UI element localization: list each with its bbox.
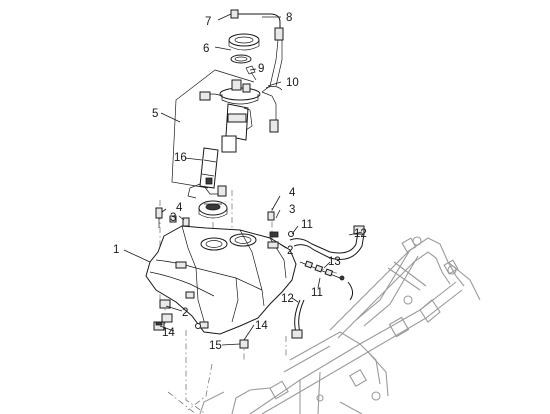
callout-4-left: 4 <box>176 202 183 214</box>
callout-10: 10 <box>286 77 299 89</box>
callout-9: 9 <box>258 63 264 75</box>
callout-6: 6 <box>203 43 209 55</box>
callout-5: 5 <box>152 108 158 120</box>
screws-left <box>155 207 190 228</box>
callout-4-right: 4 <box>289 187 296 199</box>
callout-13: 13 <box>328 256 341 268</box>
callout-3-right: 3 <box>289 204 295 216</box>
callout-3-left: 3 <box>170 212 176 224</box>
callout-12-right: 12 <box>354 228 367 240</box>
callout-11-bottom: 11 <box>311 287 323 299</box>
leader-lines <box>123 13 363 346</box>
callout-12-bottom: 12 <box>281 293 294 305</box>
callout-2-left: 2 <box>182 307 188 319</box>
callout-7: 7 <box>205 16 211 28</box>
callout-labels: 7 8 6 9 10 5 16 4 3 4 3 11 12 2 1 13 11 … <box>113 12 367 352</box>
fuel-line-assembly <box>230 9 284 133</box>
callout-14-right: 14 <box>255 320 268 332</box>
breather-hose <box>289 225 365 260</box>
drain-valve <box>291 260 354 339</box>
callout-15: 15 <box>209 340 222 352</box>
callout-2-right: 2 <box>287 245 293 257</box>
callout-16: 16 <box>174 152 187 164</box>
fuel-pump-assembly <box>171 33 261 199</box>
frame-assembly <box>199 236 481 414</box>
callout-1: 1 <box>113 244 119 256</box>
screws-right <box>267 211 294 238</box>
fuel-tank <box>145 225 297 349</box>
callout-11-top: 11 <box>301 219 313 231</box>
callout-8: 8 <box>286 12 292 24</box>
tank-cap <box>198 200 228 219</box>
callout-14-left: 14 <box>162 327 175 339</box>
